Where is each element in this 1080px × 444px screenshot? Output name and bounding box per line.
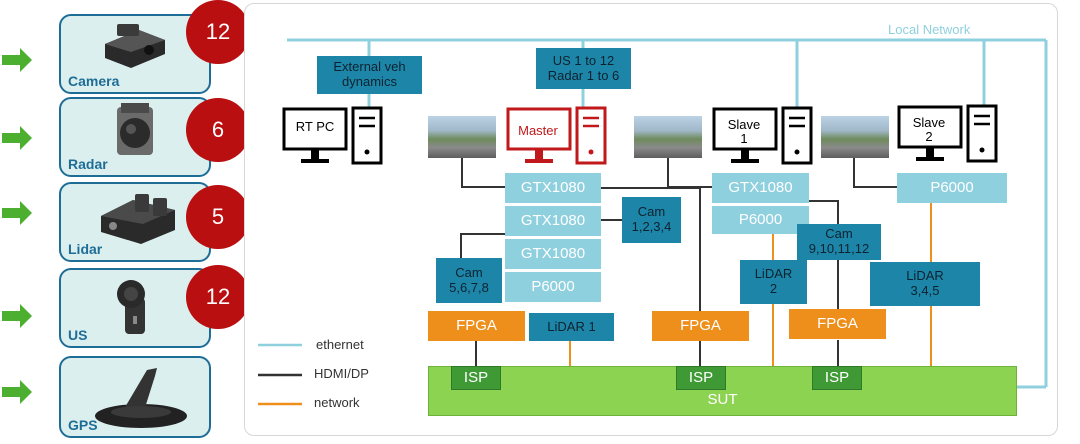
gps-antenna-icon [95, 368, 187, 428]
gtx1080-box: GTX1080 [505, 206, 601, 236]
rt-pc-label: RT PC [295, 119, 335, 134]
legend-hdmi: HDMI/DP [314, 366, 369, 381]
cam-1-4-box: Cam 1,2,3,4 [622, 197, 681, 243]
lidar-1-box: LiDAR 1 [529, 313, 614, 341]
sut-label: SUT [707, 391, 738, 409]
arrow-right-icon [2, 380, 32, 404]
sensor-count-badge: 12 [186, 265, 250, 329]
master-label: Master [518, 123, 558, 138]
fpga-box: FPGA [652, 311, 749, 341]
legend-ethernet: ethernet [316, 337, 364, 352]
camera-sensor-icon [105, 24, 165, 68]
lidar-sensor-icon [101, 194, 175, 244]
isp-box: ISP [676, 366, 726, 390]
sensor-count-badge: 6 [186, 98, 250, 162]
monitor-tower-icon [712, 106, 813, 165]
arrow-right-icon [2, 201, 32, 225]
p6000-box: P6000 [897, 173, 1007, 203]
gtx1080-box: GTX1080 [712, 173, 809, 203]
sensor-card-us: US [59, 268, 211, 348]
sensor-card-gps: GPS [59, 356, 211, 438]
local-network-label: Local Network [888, 22, 971, 37]
radar-sensor-icon [117, 103, 153, 155]
p6000-box: P6000 [505, 272, 601, 302]
arrow-right-icon [2, 304, 32, 328]
sensor-label: Lidar [68, 241, 103, 257]
isp-box: ISP [451, 366, 501, 390]
sensor-label: US [68, 327, 88, 343]
isp-box: ISP [812, 366, 862, 390]
slave1-label: Slave 1 [727, 117, 761, 147]
sensor-card-lidar: Lidar [59, 182, 211, 262]
fpga-box: FPGA [789, 309, 886, 339]
gtx1080-box: GTX1080 [505, 173, 601, 203]
cam-9-12-box: Cam 9,10,11,12 [797, 224, 881, 260]
arrow-right-icon [2, 48, 32, 72]
sensor-count-badge: 5 [186, 185, 250, 249]
p6000-box: P6000 [712, 206, 809, 234]
ext-veh-dynamics-box: External veh dynamics [317, 56, 422, 94]
monitor-tower-icon [506, 106, 607, 165]
sensor-label: Radar [68, 156, 108, 172]
us-radar-box: US 1 to 12 Radar 1 to 6 [536, 48, 631, 89]
fpga-box: FPGA [428, 311, 525, 341]
lidar-3-5-box: LiDAR 3,4,5 [870, 262, 980, 306]
sensor-card-radar: Radar [59, 97, 211, 177]
sensor-card-camera: Camera [59, 14, 211, 94]
arrow-right-icon [2, 126, 32, 150]
gtx1080-box: GTX1080 [505, 239, 601, 269]
sensor-count-badge: 12 [186, 0, 250, 64]
ultrasonic-sensor-icon [117, 280, 145, 334]
simulation-screenshot [634, 116, 702, 158]
sensor-label: Camera [68, 73, 120, 89]
sensor-label: GPS [68, 417, 98, 433]
slave2-label: Slave 2 [912, 115, 946, 145]
cam-5-8-box: Cam 5,6,7,8 [436, 258, 502, 303]
monitor-tower-icon [897, 104, 998, 163]
monitor-tower-icon [282, 106, 383, 165]
simulation-screenshot [821, 116, 889, 158]
legend-network: network [314, 395, 360, 410]
simulation-screenshot [428, 116, 496, 158]
lidar-2-box: LiDAR 2 [740, 260, 807, 304]
